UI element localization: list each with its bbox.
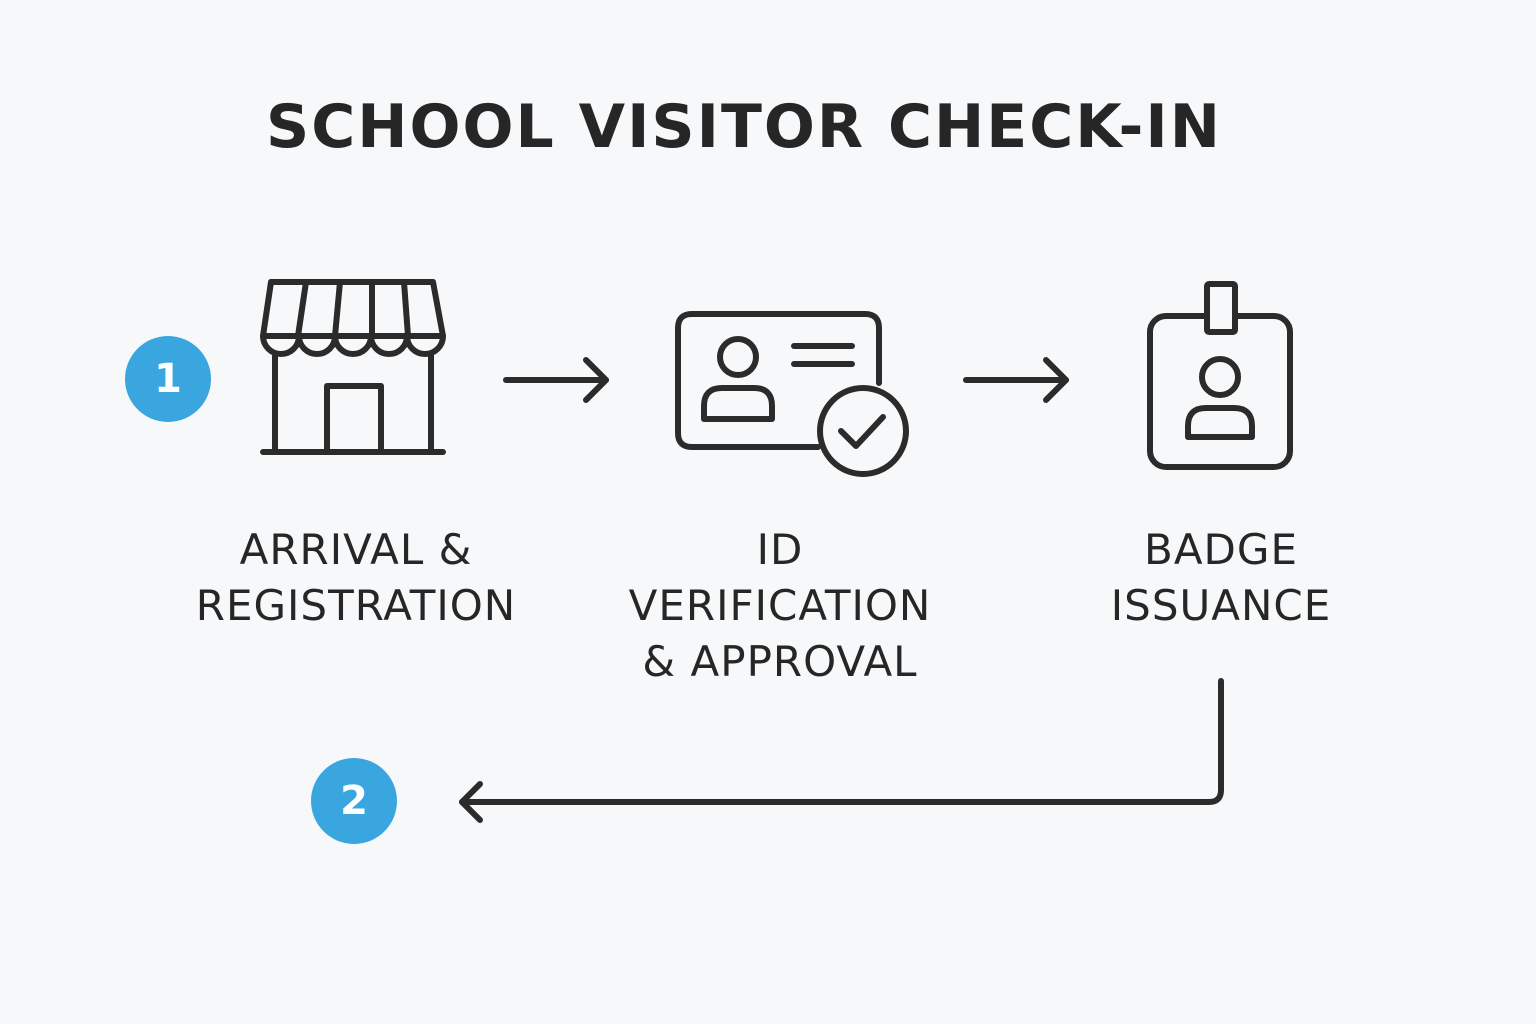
id-card-check-icon [675, 311, 909, 477]
step-label-line: BADGE [1144, 525, 1298, 574]
storefront-icon [260, 279, 446, 455]
step-label-id-verification: ID VERIFICATION & APPROVAL [580, 522, 980, 690]
step-label-arrival: ARRIVAL & REGISTRATION [156, 522, 556, 634]
step-marker-1: 1 [125, 336, 211, 422]
step-label-line: ID [756, 525, 804, 574]
step-label-line: VERIFICATION [628, 581, 932, 630]
diagram-title: SCHOOL VISITOR CHECK-IN [266, 92, 1222, 162]
flow-arrow-2 [963, 357, 1069, 403]
step-label-line: ARRIVAL & [239, 525, 473, 574]
flow-arrow-1 [503, 357, 609, 403]
return-arrow [459, 678, 1224, 823]
step-label-line: & APPROVAL [642, 637, 918, 686]
step-label-badge-issuance: BADGE ISSUANCE [1041, 522, 1401, 634]
step-label-line: REGISTRATION [195, 581, 517, 630]
step-label-line: ISSUANCE [1110, 581, 1332, 630]
step-marker-2: 2 [311, 758, 397, 844]
id-badge-icon [1147, 281, 1293, 470]
